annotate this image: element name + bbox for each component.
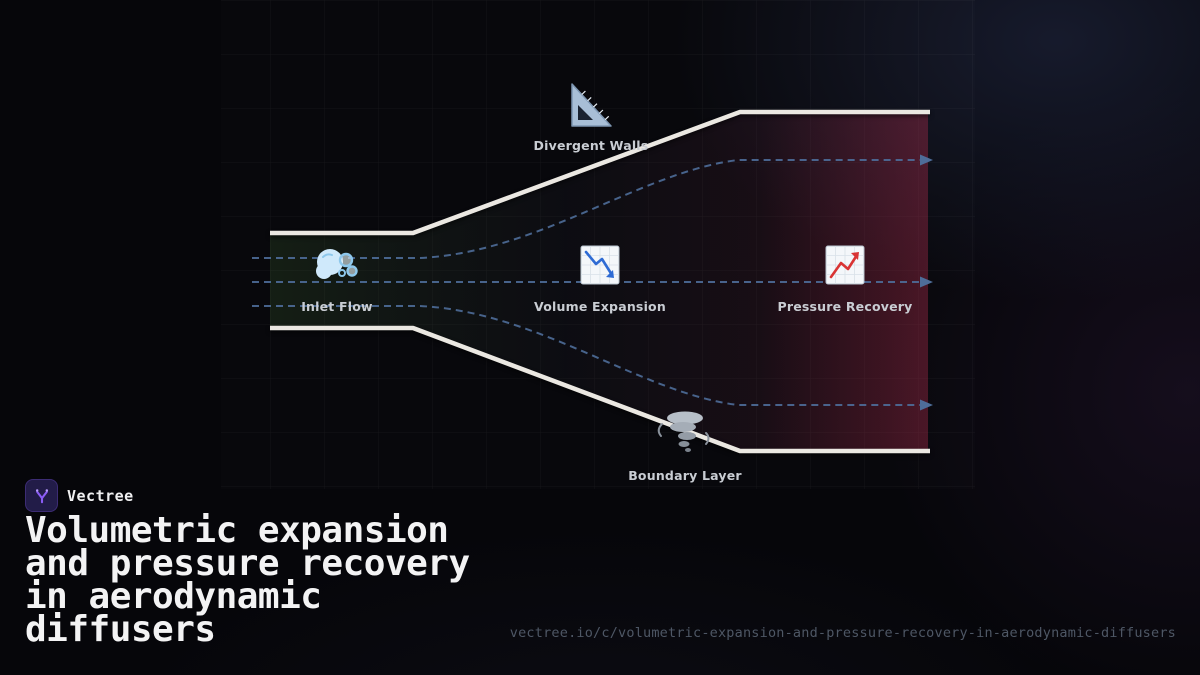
streamlines — [252, 154, 933, 411]
label-inlet-flow: Inlet Flow — [301, 299, 373, 314]
chart-decreasing-icon — [580, 245, 620, 285]
label-divergent-walls: Divergent Walls — [534, 138, 649, 153]
chart-increasing-icon — [825, 245, 865, 285]
wall-bottom — [270, 325, 930, 454]
vectree-logo-icon — [25, 479, 58, 512]
footer-url: vectree.io/c/volumetric-expansion-and-pr… — [509, 625, 1176, 641]
flow-arrow-center — [920, 276, 933, 288]
wall-top — [270, 109, 930, 236]
vectree-logo-glyph — [35, 488, 48, 503]
brand-row: Vectree — [25, 479, 134, 512]
wind-blowing-icon — [316, 249, 358, 279]
page-title: Volumetric expansion and pressure recove… — [25, 510, 470, 650]
streamline-upper — [252, 159, 920, 259]
label-volume-expansion: Volume Expansion — [534, 299, 666, 314]
flow-arrow-lower — [920, 399, 933, 411]
diffuser-walls — [270, 109, 930, 454]
brand-name: Vectree — [67, 486, 134, 505]
triangular-ruler-icon — [571, 83, 612, 127]
flow-arrow-upper — [920, 154, 933, 166]
label-boundary-layer: Boundary Layer — [628, 468, 742, 483]
tornado-icon — [657, 411, 710, 452]
streamline-lower — [252, 305, 920, 406]
label-pressure-recovery: Pressure Recovery — [777, 299, 912, 314]
